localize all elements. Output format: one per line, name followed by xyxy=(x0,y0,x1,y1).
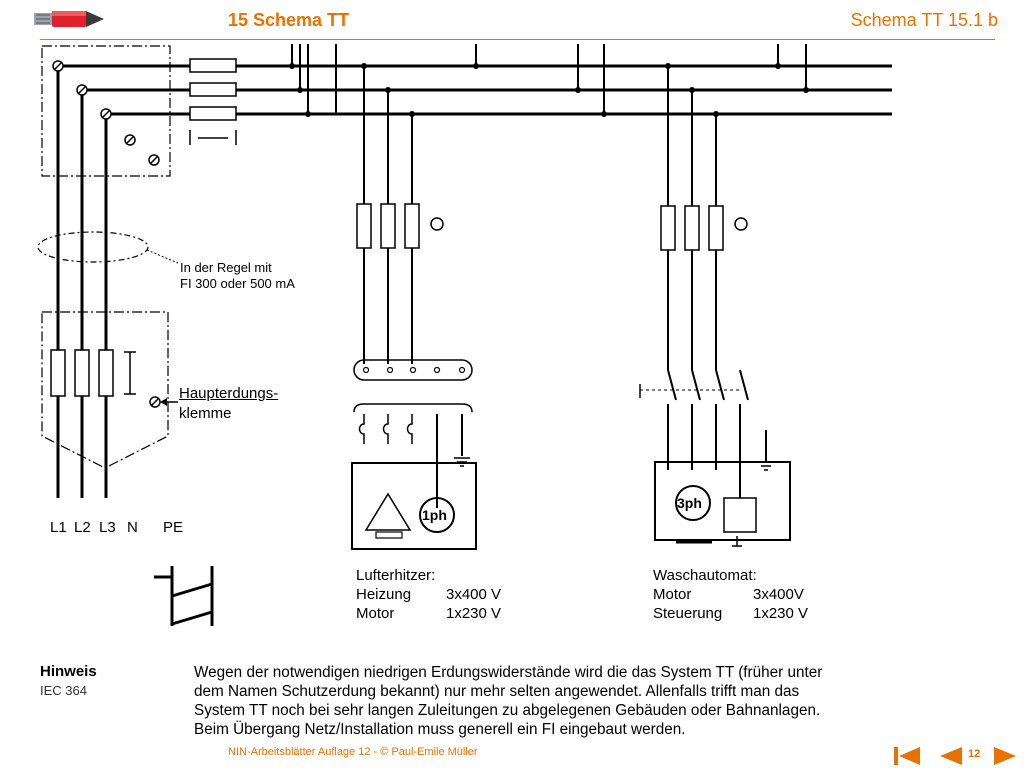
junction-dot xyxy=(473,63,479,69)
washing-machine-row-name: Steuerung xyxy=(653,605,723,622)
heater-housing xyxy=(351,462,477,550)
distribution-fuses xyxy=(50,349,136,397)
junction-dot xyxy=(803,87,809,93)
washer-motor-symbol: 3ph xyxy=(677,495,702,511)
washing-machine-row-value: 3x400V xyxy=(753,586,804,603)
next-page-icon[interactable] xyxy=(994,747,1016,765)
conductor-label-pe: PE xyxy=(163,519,184,536)
conductor-verticals xyxy=(291,44,807,114)
distribution-box xyxy=(41,311,169,469)
meter-box xyxy=(41,45,171,177)
fi-leader xyxy=(146,249,179,264)
junction-dot xyxy=(305,111,311,117)
main-earth-terminal-label-1: Haupterdungs- xyxy=(179,385,279,402)
junction-dot xyxy=(713,111,719,117)
note-body: Wegen der notwendigen niedrigen Erdungsw… xyxy=(194,663,914,739)
slide-navigation xyxy=(894,747,1016,765)
washing-machine-row: Steuerung 1x230 V xyxy=(653,604,808,623)
main-conductors xyxy=(56,62,108,498)
heater-branch xyxy=(351,66,477,550)
note-line: Wegen der notwendigen niedrigen Erdungsw… xyxy=(194,664,823,681)
washing-machine-row-value: 1x230 V xyxy=(753,605,809,622)
air-heater-title: Lufterhitzer: xyxy=(356,567,436,584)
pencil-logo-icon xyxy=(34,11,104,27)
ladder-symbol xyxy=(154,566,214,626)
terminal-screws xyxy=(52,60,161,408)
note-line: dem Namen Schutzerdung bekannt) nur mehr… xyxy=(194,683,800,700)
junction-dot xyxy=(775,63,781,69)
heater-motor-symbol: 1ph xyxy=(422,507,447,523)
junction-dot xyxy=(665,63,671,69)
washing-machine-title: Waschautomat: xyxy=(653,567,757,584)
junction-dot xyxy=(385,87,391,93)
tt-schematic xyxy=(37,44,892,626)
air-heater-row-value: 3x400 V xyxy=(446,586,502,603)
conductor-label-l3: L3 xyxy=(99,519,116,536)
header-divider xyxy=(40,39,995,40)
slide-reference: Schema TT 15.1 b xyxy=(850,10,998,30)
junction-dot xyxy=(361,63,367,69)
junction-dot xyxy=(297,87,303,93)
fi-ellipse xyxy=(37,231,149,263)
busbars xyxy=(58,64,892,116)
conductor-label-n: N xyxy=(127,519,138,536)
washer-housing xyxy=(654,461,791,541)
air-heater-row: Motor 1x230 V xyxy=(356,604,501,623)
fi-note-line-2: FI 300 oder 500 mA xyxy=(180,276,295,291)
previous-page-icon[interactable] xyxy=(940,747,962,765)
washer-branch xyxy=(639,66,791,547)
junction-dot xyxy=(601,111,607,117)
note-title: Hinweis xyxy=(40,663,97,680)
service-fuses xyxy=(189,58,237,145)
note-line: Beim Übergang Netz/Installation muss gen… xyxy=(194,721,686,738)
air-heater-row-value: 1x230 V xyxy=(446,605,502,622)
junction-dot xyxy=(575,87,581,93)
air-heater-row-name: Motor xyxy=(356,605,395,622)
first-page-icon[interactable] xyxy=(894,747,920,765)
footer-copyright: NIN-Arbeitsblätter Auflage 12 - © Paul-E… xyxy=(228,746,478,758)
page-number: 12 xyxy=(968,748,981,760)
washing-machine-row-name: Motor xyxy=(653,586,692,603)
note-line: System TT noch bei sehr langen Zuleitung… xyxy=(194,702,821,719)
conductor-label-l1: L1 xyxy=(50,519,67,536)
air-heater-row: Heizung 3x400 V xyxy=(356,585,501,604)
junction-dots xyxy=(289,63,809,117)
air-heater-row-name: Heizung xyxy=(356,586,412,603)
slide-title: 15 Schema TT xyxy=(228,10,350,30)
conductor-label-l2: L2 xyxy=(74,519,91,536)
junction-dot xyxy=(689,87,695,93)
washing-machine-row: Motor 3x400V xyxy=(653,585,804,604)
main-earth-terminal-label-2: klemme xyxy=(179,405,232,422)
fi-note-line-1: In der Regel mit xyxy=(180,260,272,275)
note-reference: IEC 364 xyxy=(40,683,87,698)
slide-header: 15 Schema TT Schema TT 15.1 b xyxy=(0,0,1024,42)
junction-dot xyxy=(409,111,415,117)
junction-dot xyxy=(289,63,295,69)
